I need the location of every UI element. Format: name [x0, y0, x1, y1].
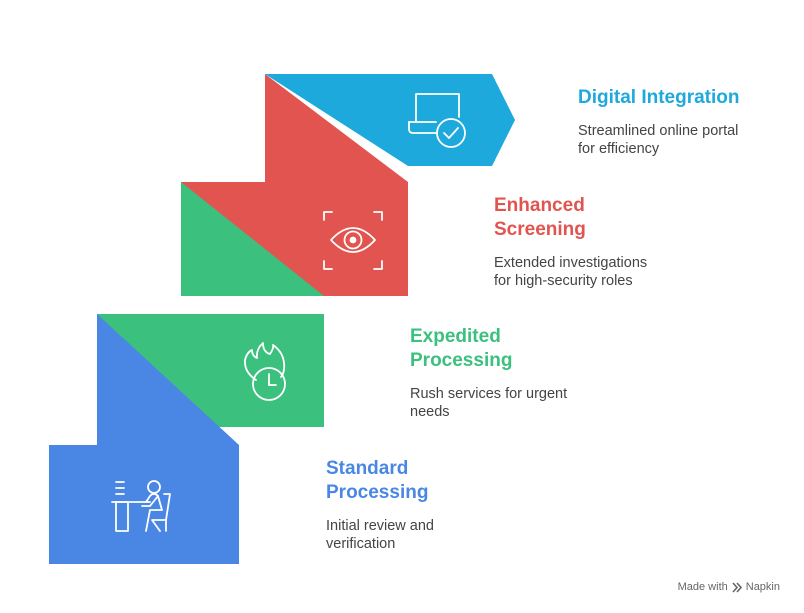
panel-digital-integration — [265, 74, 515, 166]
fold-digital-integration — [265, 74, 408, 182]
step-title-expedited-processing: Expedited Processing — [410, 326, 513, 371]
flaming-clock-icon — [244, 342, 286, 401]
step-title-standard-processing: Standard Processing — [326, 458, 429, 503]
person-at-desk-icon — [111, 480, 171, 532]
step-title-enhanced-screening: Enhanced Screening — [494, 195, 586, 240]
napkin-brand-text: Napkin — [745, 581, 780, 593]
panel-expedited-processing-shade — [97, 314, 239, 445]
step-description-expedited-processing: Rush services for urgent needs — [410, 386, 568, 420]
panel-enhanced-screening-shade — [181, 182, 324, 296]
step-description-standard-processing: Initial review and verification — [326, 518, 434, 552]
step-digital-integration: Digital Integration Streamlined online p… — [578, 86, 788, 158]
made-with-napkin-footer: Made with Napkin — [678, 581, 780, 593]
made-with-text: Made with — [677, 581, 728, 593]
step-enhanced-screening: Enhanced Screening Extended investigatio… — [494, 194, 704, 290]
step-description-enhanced-screening: Extended investigations for high-securit… — [494, 255, 648, 289]
laptop-check-icon — [408, 93, 466, 148]
panel-standard-processing — [49, 445, 239, 564]
step-title-digital-integration: Digital Integration — [578, 87, 740, 108]
napkin-logo-icon — [732, 581, 742, 593]
step-description-digital-integration: Streamlined online portal for efficiency — [578, 123, 739, 157]
step-standard-processing: Standard Processing Initial review and v… — [326, 457, 526, 553]
step-expedited-processing: Expedited Processing Rush services for u… — [410, 325, 610, 421]
eye-scan-icon — [323, 211, 383, 270]
